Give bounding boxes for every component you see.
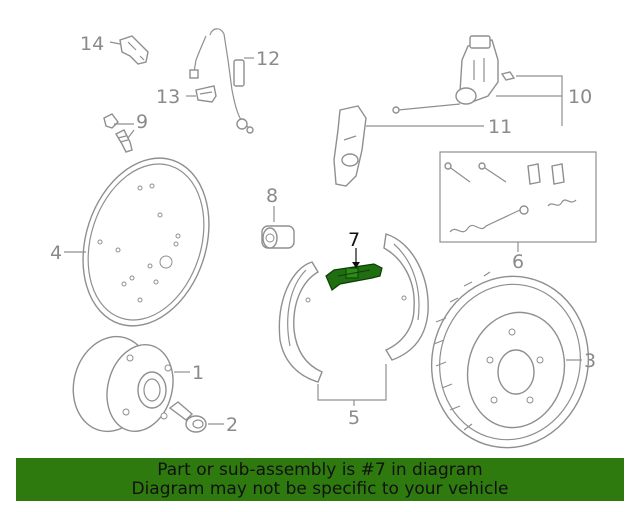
leader-14 <box>109 41 121 45</box>
leader-10 <box>496 75 563 126</box>
callout-14[interactable]: 14 <box>80 33 104 55</box>
info-banner: Part or sub-assembly is #7 in diagram Di… <box>16 458 624 501</box>
callout-4[interactable]: 4 <box>50 242 62 264</box>
part-9-bleeder[interactable] <box>103 113 133 153</box>
part-6-hardware-kit[interactable] <box>439 151 597 243</box>
part-5-brake-shoes[interactable] <box>278 233 429 383</box>
callout-2[interactable]: 2 <box>226 414 238 436</box>
callout-6[interactable]: 6 <box>512 251 524 273</box>
part-12-wire[interactable] <box>189 28 254 134</box>
part-13-clip[interactable] <box>195 85 217 103</box>
part-4-backing-plate[interactable] <box>62 142 229 343</box>
part-10-actuator[interactable] <box>455 35 516 105</box>
leader-5 <box>317 364 387 406</box>
leader-9 <box>114 123 135 139</box>
callout-7[interactable]: 7 <box>348 229 360 251</box>
part-8-wheel-cylinder[interactable] <box>261 225 295 249</box>
callout-9[interactable]: 9 <box>136 111 148 133</box>
banner-line-1: Part or sub-assembly is #7 in diagram <box>157 460 483 480</box>
callout-8[interactable]: 8 <box>266 185 278 207</box>
callout-5[interactable]: 5 <box>348 407 360 429</box>
part-1-hub[interactable] <box>63 328 182 440</box>
callout-1[interactable]: 1 <box>192 362 204 384</box>
arrow-7 <box>352 262 360 268</box>
callout-12[interactable]: 12 <box>256 48 280 70</box>
part-3-brake-drum[interactable] <box>416 262 604 463</box>
callout-13[interactable]: 13 <box>156 86 180 108</box>
part-11-bracket[interactable] <box>333 103 461 187</box>
callout-11[interactable]: 11 <box>488 116 512 138</box>
part-7-adjuster[interactable] <box>325 263 383 291</box>
banner-line-2: Diagram may not be specific to your vehi… <box>131 479 509 499</box>
callout-3[interactable]: 3 <box>584 350 596 372</box>
part-2-bolt[interactable] <box>168 401 207 433</box>
callout-10[interactable]: 10 <box>568 86 592 108</box>
part-14-sensor[interactable] <box>119 35 149 65</box>
